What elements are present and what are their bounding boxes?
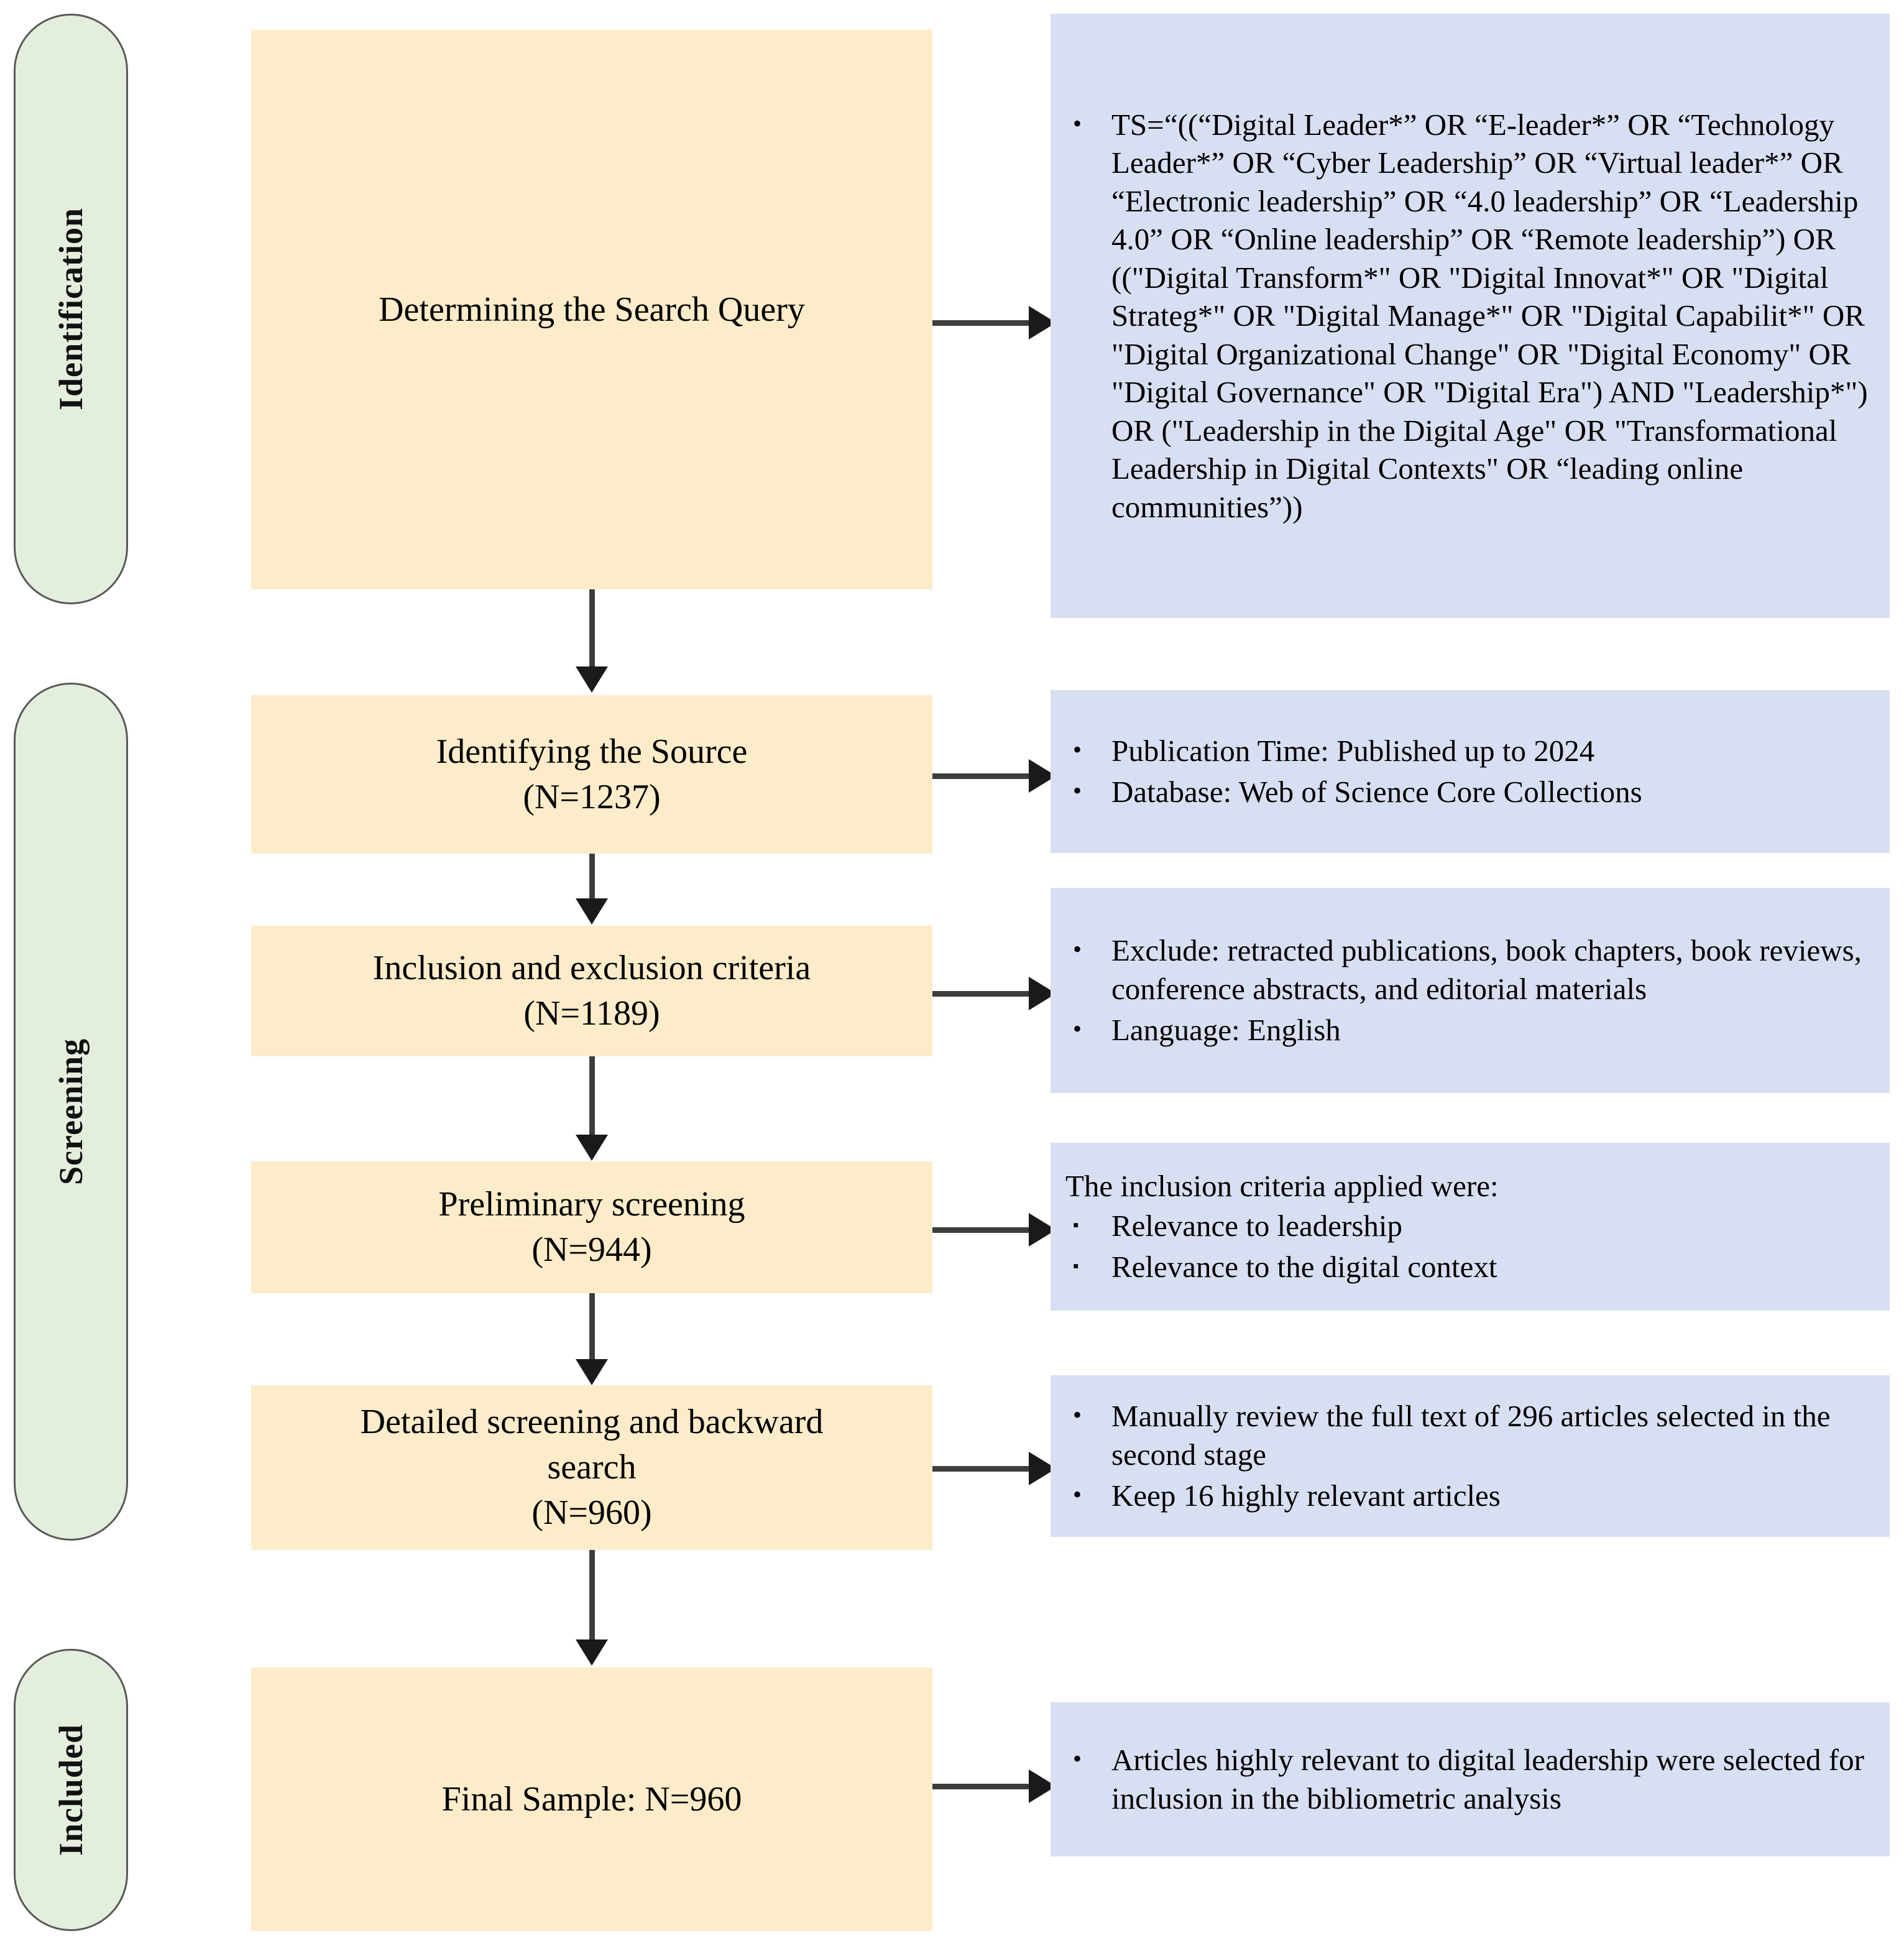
process-box-preliminary-screening: Preliminary screening (N=944) [251,1161,932,1293]
note-item: • Keep 16 highly relevant articles [1063,1477,1874,1515]
note-box-preliminary: The inclusion criteria applied were: ▪ R… [1051,1143,1890,1311]
stage-label-included: Included [52,1723,90,1856]
note-item-text: Keep 16 highly relevant articles [1111,1478,1501,1513]
bullet-square-icon: ▪ [1073,1257,1079,1276]
connector-h-6 [932,1784,1032,1789]
stage-pill-identification: Identification [14,14,128,604]
bullet-round-icon: • [1073,735,1082,763]
note-item-text: Language: English [1111,1013,1341,1048]
note-item: • Articles highly relevant to digital le… [1063,1741,1874,1818]
process-count-detailed-screening: (N=960) [531,1493,652,1532]
bullet-square-icon: ▪ [1073,1215,1079,1234]
note-item: ▪ Relevance to the digital context [1063,1248,1874,1286]
process-count-inclusion-exclusion-criteria: (N=1189) [523,994,660,1033]
bullet-round-icon: • [1073,934,1082,963]
note-item: • Language: English [1063,1011,1874,1049]
note-list-detailed: • Manually review the full text of 296 a… [1063,1397,1874,1516]
note-item: • Manually review the full text of 296 a… [1063,1397,1874,1474]
process-title-identifying-source: Identifying the Source [436,732,748,771]
bullet-round-icon: • [1073,1744,1082,1773]
note-item-text: Publication Time: Published up to 2024 [1111,733,1595,768]
note-list-search-query: • TS=“((“Digital Leader*” OR “E-leader*”… [1063,106,1874,526]
note-item: • Database: Web of Science Core Collecti… [1063,773,1874,811]
note-item-text: TS=“((“Digital Leader*” OR “E-leader*” O… [1111,107,1868,524]
process-title-final-sample: Final Sample: N=960 [441,1779,742,1819]
connector-v-1 [589,589,595,669]
stage-label-screening: Screening [52,1038,90,1185]
note-list-preliminary: ▪ Relevance to leadership ▪ Relevance to… [1063,1207,1874,1286]
stage-label-identification: Identification [52,207,90,411]
arrowhead-v-4 [576,1359,608,1385]
process-box-detailed-screening: Detailed screening and backward search (… [251,1385,932,1550]
note-box-criteria: • Exclude: retracted publications, book … [1051,888,1890,1093]
note-item-text: Articles highly relevant to digital lead… [1111,1742,1864,1815]
connector-v-5 [589,1550,595,1642]
process-title-inclusion-exclusion-criteria: Inclusion and exclusion criteria [372,949,811,988]
note-item: • Exclude: retracted publications, book … [1063,931,1874,1008]
process-title-determining-search-query: Determining the Search Query [379,290,805,329]
connector-v-2 [589,854,595,901]
process-box-identifying-source: Identifying the Source (N=1237) [251,695,932,854]
bullet-round-icon: • [1073,1015,1082,1043]
process-box-final-sample: Final Sample: N=960 [251,1667,932,1931]
connector-h-3 [932,991,1032,997]
process-count-preliminary-screening: (N=944) [531,1230,652,1269]
bullet-round-icon: • [1073,1400,1082,1429]
arrowhead-v-1 [576,666,608,693]
note-list-criteria: • Exclude: retracted publications, book … [1063,931,1874,1050]
note-list-included: • Articles highly relevant to digital le… [1063,1741,1874,1818]
stage-pill-included: Included [14,1649,128,1931]
note-item-text: Manually review the full text of 296 art… [1111,1398,1831,1472]
note-item: ▪ Relevance to leadership [1063,1207,1874,1245]
connector-v-3 [589,1056,595,1137]
process-title-detailed-screening: Detailed screening and backward [360,1403,824,1442]
process-title2-detailed-screening: search [547,1448,637,1487]
note-intro-preliminary: The inclusion criteria applied were: [1065,1168,1499,1203]
process-box-determining-search-query: Determining the Search Query [251,30,932,589]
note-box-included: • Articles highly relevant to digital le… [1051,1702,1890,1856]
note-box-detailed: • Manually review the full text of 296 a… [1051,1375,1890,1537]
note-box-source: • Publication Time: Published up to 2024… [1051,690,1890,853]
bullet-round-icon: • [1073,777,1082,805]
note-box-search-query: • TS=“((“Digital Leader*” OR “E-leader*”… [1051,14,1890,618]
note-item-text: Database: Web of Science Core Collection… [1111,775,1642,809]
stage-pill-screening: Screening [14,683,128,1541]
connector-h-5 [932,1466,1032,1472]
bullet-round-icon: • [1073,109,1082,137]
arrowhead-v-2 [576,898,608,925]
process-title-preliminary-screening: Preliminary screening [438,1185,745,1224]
note-item: • Publication Time: Published up to 2024 [1063,732,1874,770]
note-item-text: Relevance to the digital context [1111,1250,1497,1284]
note-item-text: Exclude: retracted publications, book ch… [1111,933,1862,1006]
bullet-round-icon: • [1073,1480,1082,1509]
arrowhead-v-5 [576,1639,608,1666]
note-item-text: Relevance to leadership [1111,1208,1403,1243]
arrowhead-v-3 [576,1135,608,1161]
note-item: • TS=“((“Digital Leader*” OR “E-leader*”… [1063,106,1874,526]
note-list-source: • Publication Time: Published up to 2024… [1063,732,1874,811]
process-box-inclusion-exclusion-criteria: Inclusion and exclusion criteria (N=1189… [251,926,932,1056]
process-count-identifying-source: (N=1237) [523,777,661,816]
connector-h-1 [932,320,1032,326]
connector-h-2 [932,773,1032,779]
connector-v-4 [589,1293,595,1362]
connector-h-4 [932,1227,1032,1233]
